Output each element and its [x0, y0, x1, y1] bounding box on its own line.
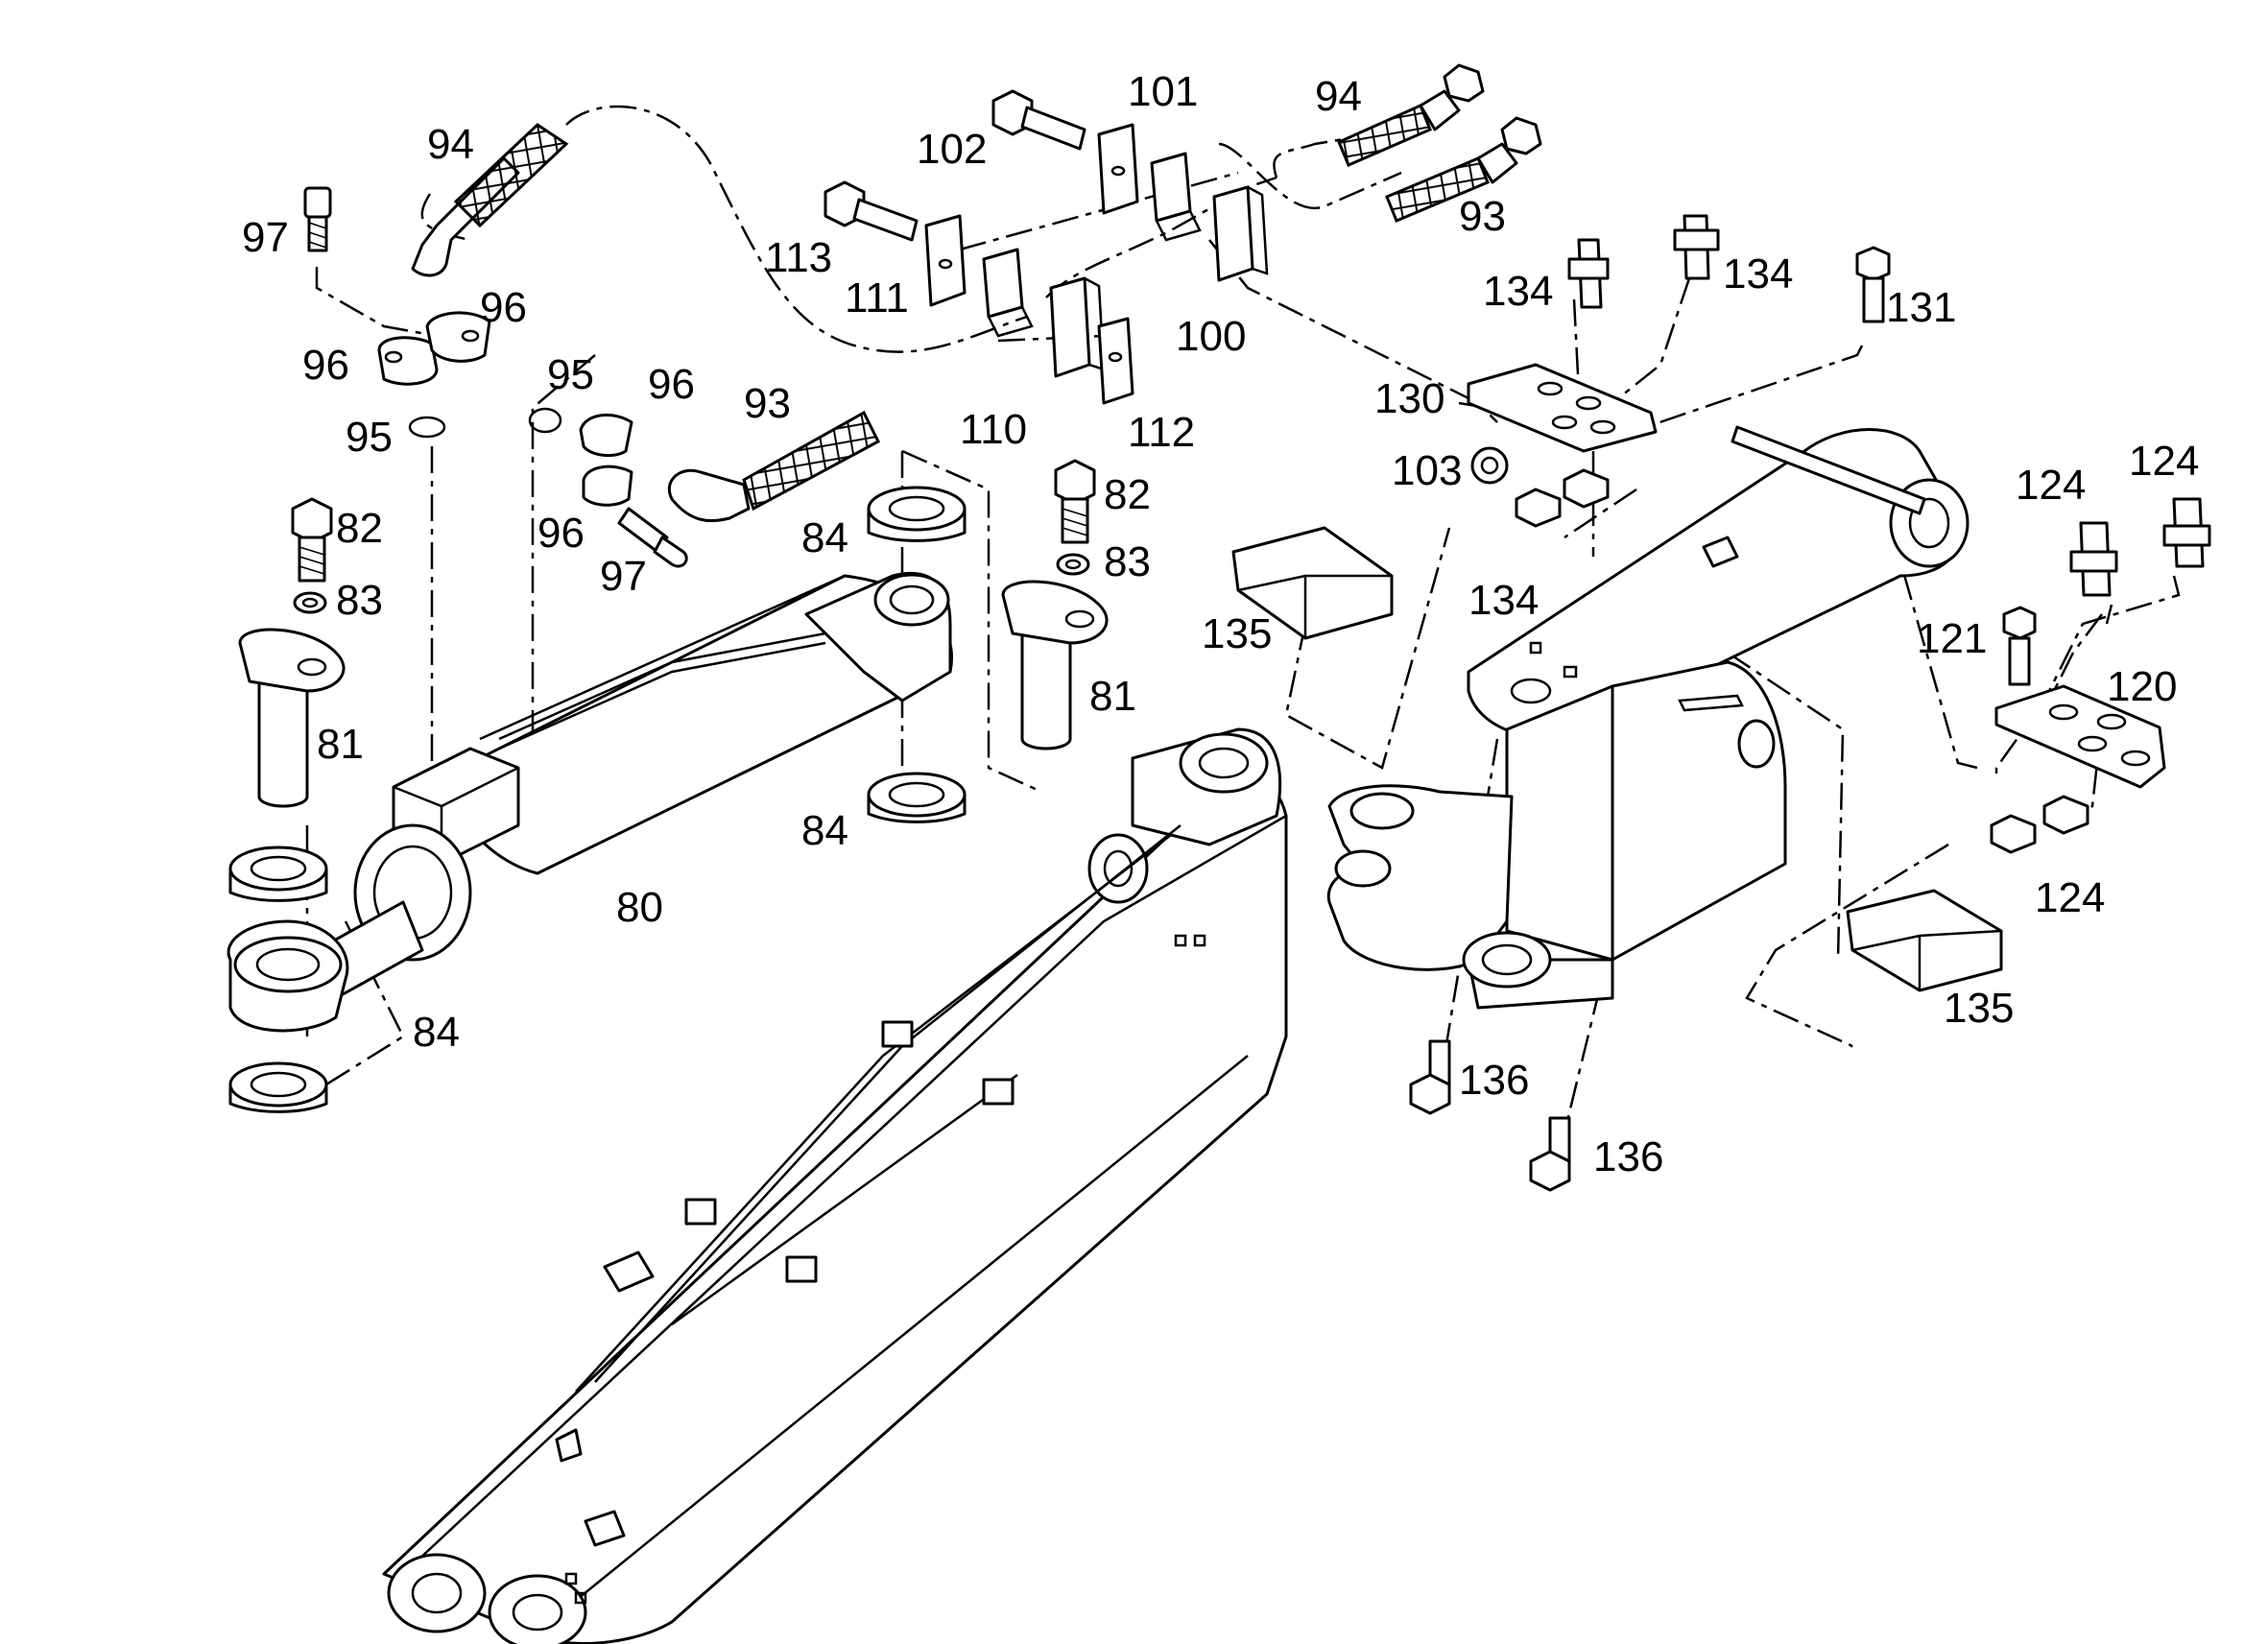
washer-84-right-top	[867, 486, 967, 542]
washer-84-left-top	[228, 846, 328, 902]
pin-81-right	[1001, 580, 1109, 751]
washer-84-left-bottom	[228, 1061, 328, 1113]
label-136-left: 136	[1459, 1057, 1529, 1104]
label-96-d: 96	[537, 510, 585, 557]
hose-93-mid	[667, 410, 880, 523]
hydraulic-cylinder-80	[227, 571, 953, 1033]
label-84-right-top: 84	[801, 514, 848, 561]
label-124-top-left: 124	[2016, 462, 2086, 509]
main-boom	[382, 727, 1288, 1644]
label-100: 100	[1176, 313, 1246, 360]
label-124-top-right: 124	[2129, 438, 2199, 485]
hose-93-right	[1385, 116, 1542, 223]
label-94-left: 94	[427, 121, 474, 168]
label-81-left: 81	[317, 721, 364, 768]
plate-120	[1994, 684, 2166, 789]
o-ring-95-mid	[528, 407, 562, 434]
part-number-labels: 80 81 81 82 82 83 83 84 84 84 93 93 94 9…	[242, 68, 2199, 1180]
nut-134-b	[1563, 468, 1610, 509]
label-97-mid: 97	[600, 553, 647, 600]
label-83-left: 83	[336, 577, 383, 624]
label-84-left: 84	[413, 1009, 460, 1056]
bolt-136-right	[1529, 1116, 1571, 1192]
bolt-113	[824, 180, 919, 242]
label-135-right: 135	[1944, 985, 2014, 1032]
label-103: 103	[1392, 447, 1462, 494]
washer-83-left	[293, 591, 327, 614]
fitting-134-right	[1673, 214, 1720, 280]
label-96-b: 96	[302, 342, 349, 389]
clamp-half-100-a	[1150, 152, 1202, 242]
label-84-right-bottom: 84	[801, 807, 848, 854]
label-120: 120	[2107, 663, 2177, 710]
label-81-right: 81	[1089, 673, 1136, 720]
label-93-right: 93	[1459, 193, 1506, 240]
label-94-right: 94	[1315, 73, 1362, 120]
clamp-half-100-b	[1212, 185, 1269, 282]
label-136-right: 136	[1593, 1133, 1663, 1180]
bolt-121	[2002, 606, 2037, 686]
plate-101	[1097, 123, 1139, 215]
label-80: 80	[616, 884, 663, 931]
label-101: 101	[1128, 68, 1198, 115]
flange-half-96-b	[425, 311, 491, 363]
label-102: 102	[917, 126, 987, 173]
label-95-mid: 95	[547, 351, 594, 398]
label-121: 121	[1917, 615, 1987, 662]
bolt-102	[991, 89, 1086, 151]
o-ring-95-left	[408, 416, 446, 439]
label-82-left: 82	[336, 505, 383, 552]
bolt-82-left	[291, 497, 333, 583]
washer-83-right	[1056, 553, 1090, 576]
fitting-134-left	[1567, 238, 1610, 309]
label-110: 110	[960, 406, 1027, 453]
screw-97-left	[303, 186, 332, 252]
plate-130	[1467, 363, 1658, 453]
nut-103	[1470, 446, 1509, 485]
bolt-82-right	[1054, 459, 1096, 544]
bolt-136-left	[1409, 1039, 1451, 1115]
label-112: 112	[1128, 409, 1195, 456]
flange-half-96-a	[377, 336, 439, 386]
fitting-124-a	[2069, 521, 2118, 597]
plate-112	[1097, 317, 1134, 405]
label-131: 131	[1886, 284, 1956, 331]
hose-94-left	[411, 123, 569, 277]
flange-half-96-c	[579, 413, 633, 458]
washer-84-right-bottom	[867, 772, 967, 823]
label-93-mid: 93	[744, 380, 791, 427]
label-124-bottom: 124	[2035, 874, 2105, 921]
label-130: 130	[1374, 375, 1444, 422]
label-134-top-right: 134	[1723, 250, 1793, 298]
flange-half-96-d	[582, 465, 633, 507]
label-96-a: 96	[480, 284, 527, 331]
boom-foot-frame	[1326, 425, 1970, 1010]
nut-124-a	[1990, 814, 2037, 854]
bolt-131	[1855, 246, 1891, 323]
label-97-left: 97	[242, 214, 289, 261]
label-113: 113	[765, 234, 832, 281]
label-82-right: 82	[1104, 471, 1151, 518]
label-96-c: 96	[648, 361, 695, 408]
clamp-half-110-a	[982, 248, 1034, 338]
clamp-half-110-b	[1049, 276, 1106, 378]
plate-111	[924, 214, 967, 307]
label-135-left: 135	[1202, 610, 1272, 657]
pin-81-left	[238, 628, 346, 808]
screw-97-mid	[617, 507, 688, 568]
label-111: 111	[845, 274, 909, 322]
label-134-top-left: 134	[1483, 268, 1553, 315]
fitting-124-b	[2162, 497, 2211, 568]
block-135-right	[1846, 889, 2003, 992]
label-83-right: 83	[1104, 538, 1151, 585]
block-135-left	[1231, 526, 1394, 640]
hose-94-right	[1337, 63, 1485, 167]
nut-134-a	[1515, 488, 1562, 528]
label-95-left: 95	[346, 414, 393, 461]
label-134-bottom: 134	[1468, 577, 1539, 624]
nut-124-b	[2042, 795, 2089, 835]
